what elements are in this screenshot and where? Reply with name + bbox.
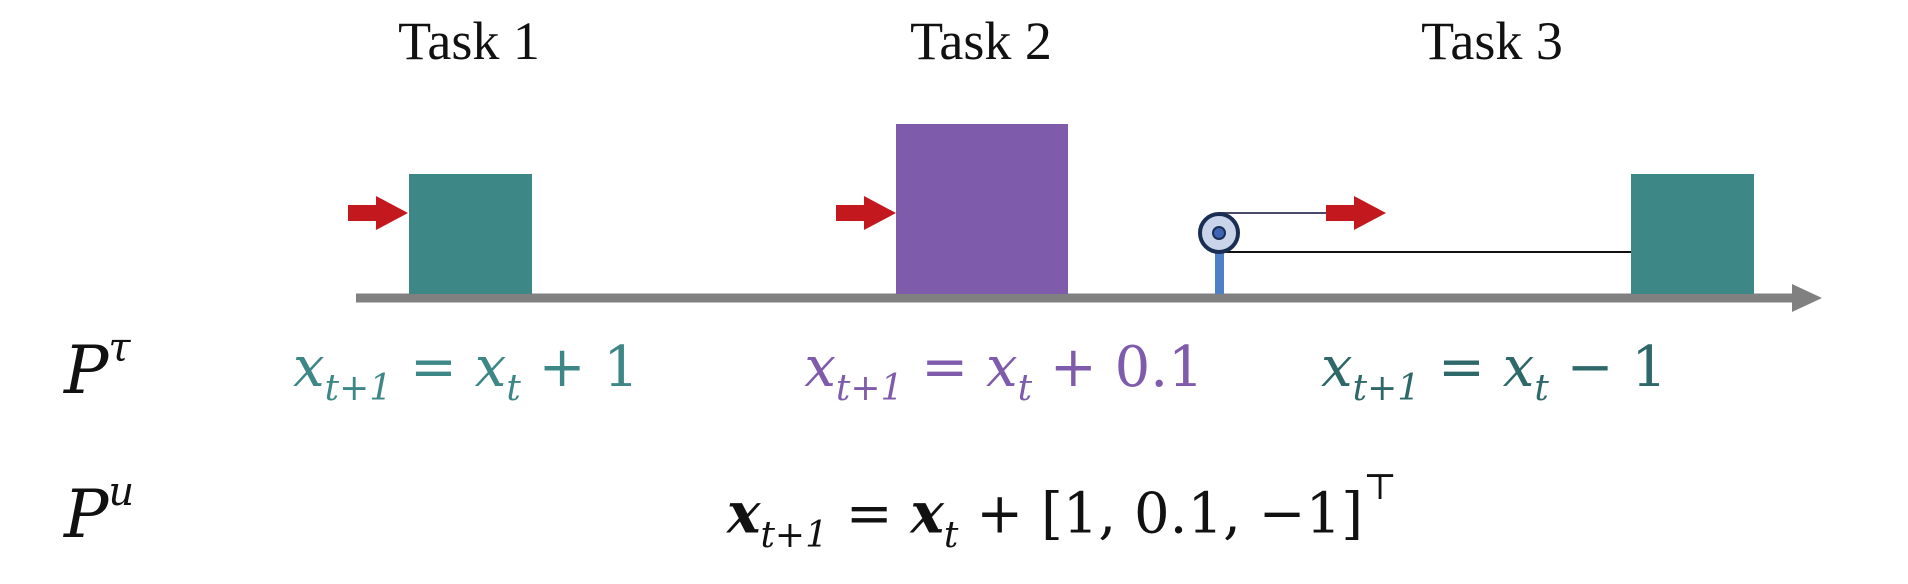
push-arrow-2-head-icon [864,196,896,230]
teal-block-1 [409,174,532,294]
teal-block-3 [1631,174,1754,294]
task-3-scene [1198,174,1754,294]
task-3-title: Task 3 [1421,11,1563,71]
task-2-title: Task 2 [910,11,1052,71]
task-2-scene [836,124,1068,294]
push-arrow-1-head-icon [376,196,408,230]
pulley-hub-icon [1212,226,1226,240]
task-2-equation: xt+1 = xt + 0.1 [804,335,1204,409]
axis-arrowhead-icon [1792,284,1822,312]
task-1-scene [348,174,532,294]
purple-block [896,124,1068,294]
universal-dynamics-label: Pu [64,469,135,553]
task-3-equation: xt+1 = xt − 1 [1321,335,1667,409]
pulley-post [1215,244,1224,294]
push-arrow-1-shaft [348,205,378,221]
pull-arrow-shaft [1326,205,1356,221]
push-arrow-2-shaft [836,205,866,221]
pull-arrow-head-icon [1354,196,1386,230]
task-1-equation: xt+1 = xt + 1 [293,335,639,409]
task-1-title: Task 1 [398,11,540,71]
universal-equation: xt+1 = xt + [1, 0.1, −1]⊤ [727,467,1397,556]
task-dynamics-label: Pτ [64,325,131,409]
